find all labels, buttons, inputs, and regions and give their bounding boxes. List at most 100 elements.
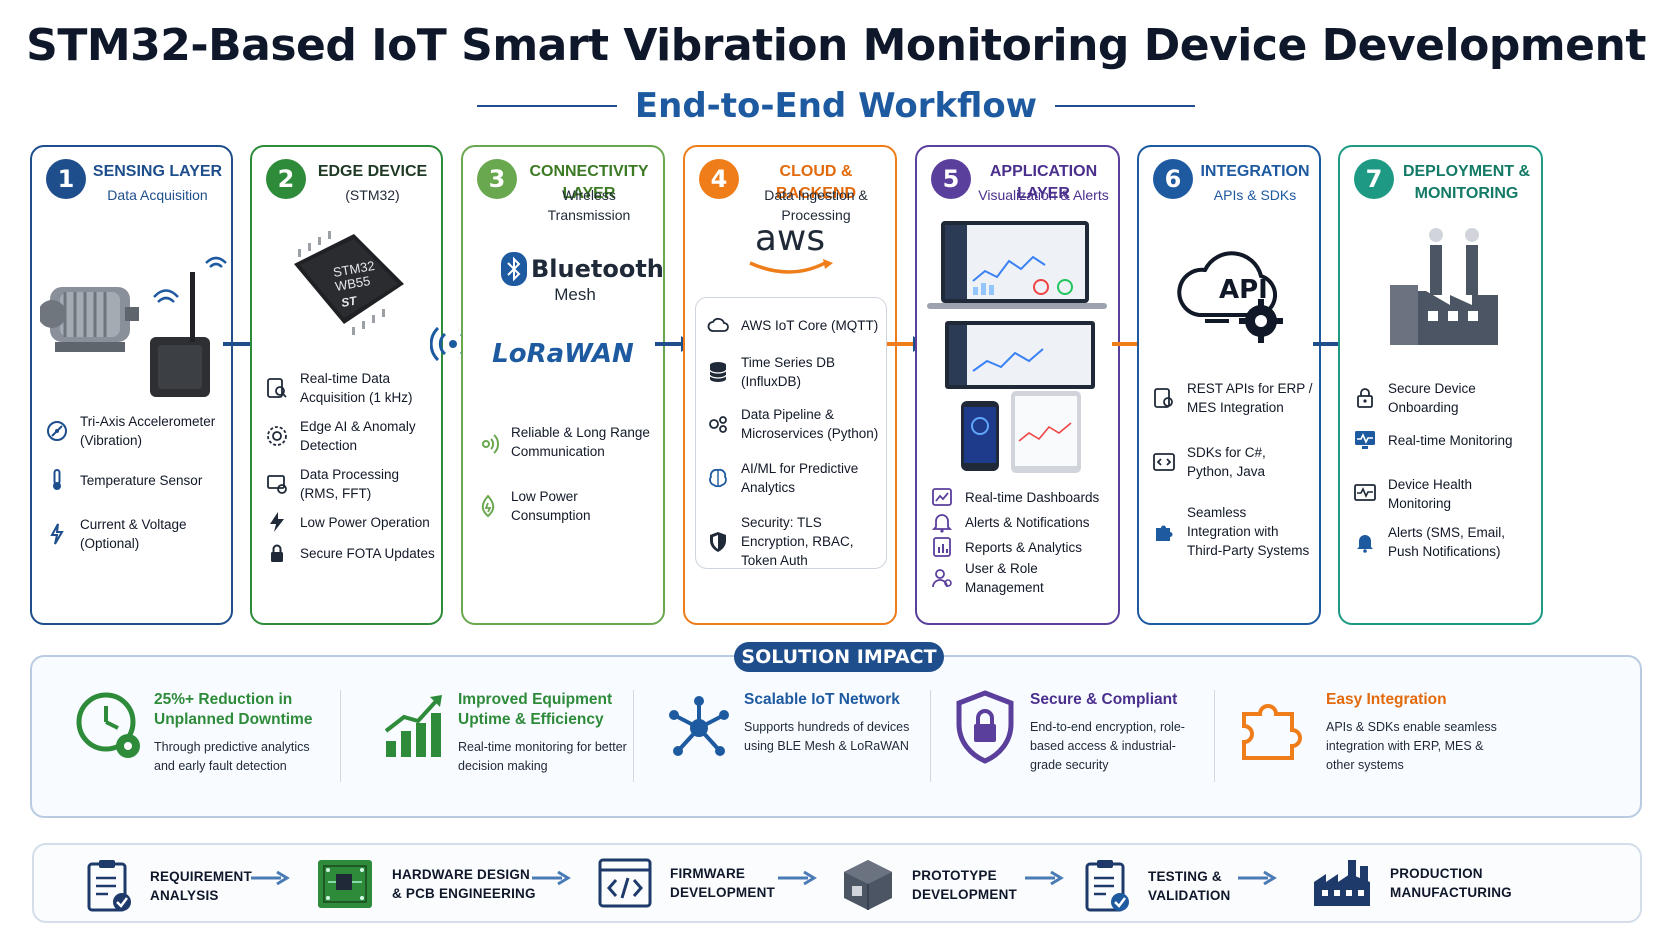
bluetooth-label: Bluetooth xyxy=(531,255,664,283)
layer-subtitle: Wireless Transmission xyxy=(547,187,631,223)
step-arrow-icon xyxy=(251,870,290,886)
lorawan-logo: LoRaWAN xyxy=(492,339,634,369)
list-item-label: REST APIs for ERP / MES Integration xyxy=(1187,381,1313,415)
impact-body: APIs & SDKs enable seamless integration … xyxy=(1326,720,1497,772)
database-icon xyxy=(705,359,731,385)
dashboard-devices-illustration xyxy=(927,221,1107,473)
layer-subtitle: (STM32) xyxy=(345,187,400,203)
impact-item-uptime: Improved Equipment Uptime & Efficiency R… xyxy=(458,690,628,790)
development-steps-panel xyxy=(32,843,1642,923)
list-item: Time Series DB (InfluxDB) xyxy=(705,353,889,391)
users-icon xyxy=(929,565,955,591)
list-item: AI/ML for Predictive Analytics xyxy=(705,459,889,497)
impact-divider xyxy=(1214,690,1215,782)
list-item-label: Temperature Sensor xyxy=(80,472,203,488)
impact-body: End-to-end encryption, role-based access… xyxy=(1030,720,1185,772)
motor-sensor-illustration xyxy=(40,256,227,397)
padlock-icon xyxy=(1352,385,1378,411)
edge-ai-icon xyxy=(264,423,290,449)
step-hardware-design: HARDWARE DESIGN& PCB ENGINEERING xyxy=(316,858,536,910)
step-label: HARDWARE DESIGN& PCB ENGINEERING xyxy=(392,867,536,901)
list-item: Security: TLS Encryption, RBAC, Token Au… xyxy=(705,513,889,570)
list-item-label: SDKs for C#, Python, Java xyxy=(1187,445,1266,479)
cloud-icon xyxy=(705,312,731,338)
step-arrow-icon xyxy=(1025,870,1064,886)
aws-label: aws xyxy=(754,218,826,259)
list-item-label: Real-time Data Acquisition (1 kHz) xyxy=(300,371,413,405)
list-item-label: Time Series DB (InfluxDB) xyxy=(741,355,836,389)
pcb-board-icon xyxy=(318,860,372,908)
layer-number: 5 xyxy=(931,159,971,199)
step-arrow-icon xyxy=(532,870,571,886)
layer-card-sensing: 1 SENSING LAYER Data Acquisition Tri-Axi… xyxy=(30,145,233,625)
list-item: Low Power Consumption xyxy=(475,487,657,525)
list-item-label: Tri-Axis Accelerometer (Vibration) xyxy=(80,414,216,448)
layer-subtitle: Visualization & Alerts xyxy=(978,187,1109,203)
aws-smile-icon xyxy=(749,259,833,274)
subtitle-divider-right xyxy=(1055,105,1196,107)
layer-subtitle: Data Ingestion & Processing xyxy=(764,187,868,223)
list-item-label: Seamless Integration with Third-Party Sy… xyxy=(1187,505,1310,558)
list-item-label: Real-time Monitoring xyxy=(1388,432,1513,448)
impact-item-integration: Easy Integration APIs & SDKs enable seam… xyxy=(1326,690,1506,790)
puzzle-icon xyxy=(1151,519,1177,545)
layer-title: SENSING LAYER xyxy=(92,163,223,180)
list-item-label: Current & Voltage (Optional) xyxy=(80,517,187,551)
alarm-bell-icon xyxy=(1352,529,1378,555)
impact-body: Real-time monitoring for better decision… xyxy=(458,740,627,773)
list-item-label: Secure FOTA Updates xyxy=(300,545,435,561)
list-item-label: Reliable & Long Range Communication xyxy=(511,425,650,459)
step-testing-validation: TESTING &VALIDATION xyxy=(1084,858,1231,914)
bluetooth-mesh-label: Mesh xyxy=(554,285,596,304)
list-item: REST APIs for ERP / MES Integration xyxy=(1151,379,1313,417)
svg-text:ST: ST xyxy=(340,293,359,310)
leaf-power-icon xyxy=(475,493,501,519)
list-item-label: Secure Device Onboarding xyxy=(1388,381,1476,415)
data-acquisition-icon xyxy=(264,375,290,401)
chip-label-line2: WB55 xyxy=(334,273,371,294)
layer-number: 4 xyxy=(699,159,739,199)
layer-card-application: 5 APPLICATION LAYER Visualization & Aler… xyxy=(915,145,1120,625)
list-item: Reliable & Long Range Communication xyxy=(475,423,657,461)
step-arrow-icon xyxy=(778,870,817,886)
list-item: Temperature Sensor xyxy=(44,467,225,493)
factory-production-icon xyxy=(1314,860,1370,906)
impact-item-downtime: 25%+ Reduction in Unplanned Downtime Thr… xyxy=(154,690,329,790)
solution-impact-label: SOLUTION IMPACT xyxy=(734,642,944,672)
layer-title: INTEGRATION xyxy=(1200,163,1310,180)
heartbeat-icon xyxy=(1352,481,1378,507)
bluetooth-logo: Bluetooth xyxy=(501,252,664,286)
list-item-label: Data Pipeline & Microservices (Python) xyxy=(741,407,879,441)
dashboard-icon xyxy=(929,484,955,510)
layer-number: 3 xyxy=(477,159,517,199)
impact-heading: Easy Integration xyxy=(1326,691,1447,708)
list-item: Secure Device Onboarding xyxy=(1352,379,1535,417)
network-hub-icon xyxy=(669,696,729,756)
shield-icon xyxy=(705,529,731,555)
layer-title: DEPLOYMENT & MONITORING xyxy=(1402,163,1531,202)
impact-divider xyxy=(340,690,341,782)
layer-number: 7 xyxy=(1354,159,1394,199)
code-window-icon xyxy=(598,858,652,908)
list-item-label: Alerts (SMS, Email, Push Notifications) xyxy=(1388,525,1506,559)
list-item: Low Power Operation xyxy=(264,509,435,535)
list-item: Seamless Integration with Third-Party Sy… xyxy=(1151,503,1313,560)
list-item: Alerts (SMS, Email, Push Notifications) xyxy=(1352,523,1535,561)
layer-number: 1 xyxy=(46,159,86,199)
list-item-label: Security: TLS Encryption, RBAC, Token Au… xyxy=(741,515,854,568)
api-cloud-icon xyxy=(1177,251,1283,343)
bell-icon xyxy=(929,509,955,535)
impact-body: Supports hundreds of devices using BLE M… xyxy=(744,720,910,753)
list-item-label: Data Processing (RMS, FFT) xyxy=(300,467,400,501)
clock-gear-icon xyxy=(76,692,140,758)
impact-item-secure: Secure & Compliant End-to-end encryption… xyxy=(1030,690,1200,790)
list-item-label: AWS IoT Core (MQTT) xyxy=(741,317,879,333)
step-label: TESTING &VALIDATION xyxy=(1148,869,1231,903)
list-item: AWS IoT Core (MQTT) xyxy=(705,312,889,338)
